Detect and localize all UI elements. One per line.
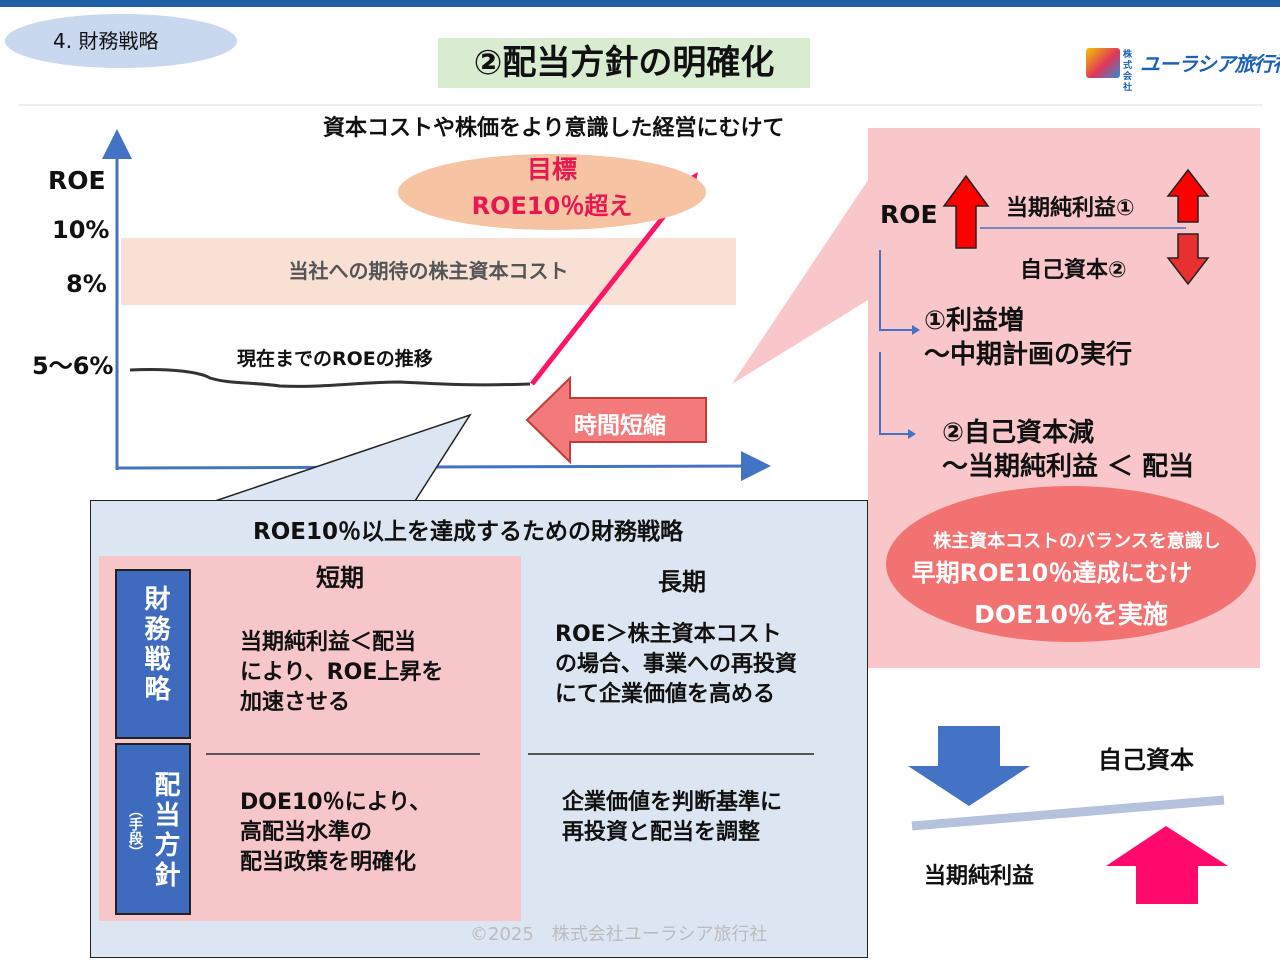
page-title: ②配当方針の明確化 xyxy=(438,38,810,88)
item1-detail: 〜中期計画の実行 xyxy=(924,340,1133,370)
balance-equity-label: 自己資本 xyxy=(1098,746,1194,774)
bracket-2 xyxy=(879,352,908,435)
goal-ellipse xyxy=(398,154,706,230)
item1-title: ①利益増 xyxy=(924,306,1025,336)
net-income-up-block-arrow xyxy=(1106,826,1228,904)
goal-arrow-line xyxy=(530,186,688,386)
equity-label: 自己資本② xyxy=(1020,258,1127,283)
right-roe-label: ROE xyxy=(880,200,938,229)
equity-down-block-arrow xyxy=(908,726,1030,806)
row2-long-cell: 企業価値を判断基準に 再投資と配当を調整 xyxy=(562,790,783,845)
logo-corp-type: 株式会社 xyxy=(1123,50,1133,93)
row1-short-cell: 当期純利益＜配当 により、ROE上昇を 加速させる xyxy=(240,630,444,715)
y-axis-label: ROE xyxy=(48,166,106,195)
item2-detail: 〜当期純利益 ＜ 配当 xyxy=(942,452,1195,482)
net-income-up-arrow xyxy=(1166,168,1210,223)
tick-10: 10% xyxy=(52,216,110,244)
net-income-label: 当期純利益① xyxy=(1006,196,1135,221)
subtitle: 資本コストや株価をより意識した経営にむけて xyxy=(323,116,785,141)
row-sublabel: （手段） xyxy=(127,803,143,859)
tick-8: 8% xyxy=(66,270,107,298)
header-divider xyxy=(18,104,1263,106)
company-logo: 株式会社 ユーラシア旅行社 xyxy=(1086,46,1280,93)
row2-short-cell: DOE10％により、 高配当水準の 配当政策を明確化 xyxy=(240,790,432,875)
strategy-title: ROE10％以上を達成するための財務戦略 xyxy=(253,519,683,545)
short-term-header: 短期 xyxy=(316,564,364,592)
row1-long-cell: ROE＞株主資本コスト の場合、事業への再投資 にて企業価値を高める xyxy=(555,622,798,707)
item2-title: ②自己資本減 xyxy=(942,418,1095,448)
separator-long xyxy=(528,753,814,755)
goal-value: ROE10％超え xyxy=(471,192,633,220)
trend-label: 現在までのROEの推移 xyxy=(237,348,433,370)
logo-company-name: ユーラシア旅行社 xyxy=(1140,52,1280,76)
balance-line3: DOE10％を実施 xyxy=(974,600,1168,629)
shareholder-cost-band: 当社への期待の株主資本コスト xyxy=(121,238,736,305)
tick-5-6: 5〜6% xyxy=(32,352,114,380)
copyright-footer: ©2025 株式会社ユーラシア旅行社 xyxy=(470,924,768,945)
bracket-1 xyxy=(879,250,912,331)
balance-line2: 早期ROE10％達成にむけ xyxy=(911,559,1193,587)
section-label: 4. 財務戦略 xyxy=(5,14,237,68)
balance-net-income-label: 当期純利益 xyxy=(924,864,1035,889)
long-term-header: 長期 xyxy=(658,568,706,596)
x-axis xyxy=(116,451,771,482)
goal-title: 目標 xyxy=(526,155,577,184)
roe-trend-line xyxy=(129,367,531,388)
separator-short xyxy=(206,753,480,755)
row-label-dividend-policy: 配当方針 （手段） xyxy=(115,743,191,915)
right-panel-pointer xyxy=(732,180,868,384)
seesaw-bar xyxy=(911,795,1225,831)
logo-mark-icon xyxy=(1086,48,1120,78)
row-label-financial-strategy: 財務戦略 xyxy=(115,569,191,739)
time-shortening-label: 時間短縮 xyxy=(574,413,666,439)
top-accent-bar xyxy=(0,0,1280,7)
roe-up-arrow xyxy=(942,174,990,249)
time-shortening-arrow xyxy=(525,375,707,465)
equity-down-arrow xyxy=(1166,233,1210,286)
balance-ellipse xyxy=(886,486,1256,642)
balance-line1: 株主資本コストのバランスを意識し xyxy=(933,531,1221,552)
